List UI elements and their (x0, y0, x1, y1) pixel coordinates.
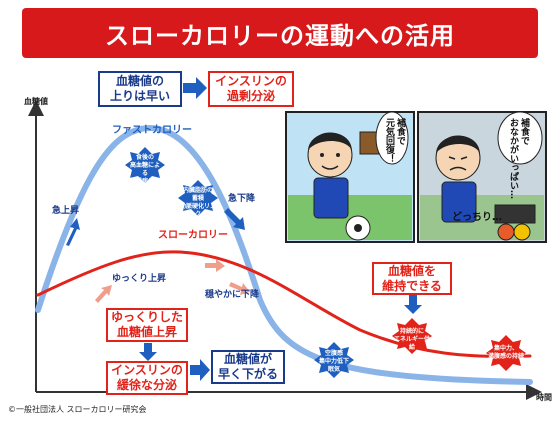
fast-fall-label: 急下降 (228, 194, 256, 204)
copyright: ©一般社団法人 スローカロリー研究会 (8, 405, 147, 414)
box-arrow-bottom (190, 359, 210, 381)
fast-star-2 (178, 180, 218, 216)
fast-star-2-text: 内臓脂肪の 蓄積 動脈硬化リスク (180, 187, 217, 218)
manga-panel-right (417, 111, 547, 243)
fast-rise-label: 急上昇 (52, 206, 80, 216)
page-title: スローカロリーの運動への活用 (22, 8, 538, 58)
y-axis-label: 血糖値 (24, 97, 48, 106)
box-slow-glucose-rise: ゆっくりした 血糖値上昇 (106, 308, 188, 342)
manga-sfx-text: どっちり… (452, 212, 502, 223)
fast-star-1 (125, 147, 165, 183)
fast-fall-arrow (224, 208, 245, 230)
speech-bubble-right (497, 111, 543, 165)
box-insulin-excess: インスリンの 過剰分泌 (208, 71, 294, 107)
manga-bubble-right-text: 補食で おなかがいっぱい… (508, 118, 529, 199)
slow-star-2-text: 集中力、 満腹感の持続 (487, 345, 524, 360)
slow-rise-arrows (95, 259, 250, 303)
slow-star-2 (486, 335, 526, 371)
box-glucose-rise-fast: 血糖値の 上りは早い (98, 71, 182, 107)
fast-calorie-label: ファストカロリー (112, 125, 192, 136)
fast-rise-arrow (66, 218, 80, 246)
manga-panel-left (285, 111, 415, 243)
slow-rise-label: ゆっくり上昇 (112, 274, 167, 284)
fast-star-3-text: 空腹感 集中力低下 眠気 (318, 350, 349, 373)
slow-calorie-curve (36, 250, 532, 359)
manga-bubble-left-text: 補食で 元気回復！ (384, 118, 405, 163)
fast-star-3 (314, 342, 354, 378)
slow-star-1 (392, 318, 432, 354)
box-glucose-drops-fast: 血糖値が 早く下がる (211, 350, 285, 384)
box-arrow-top (183, 77, 207, 99)
box-arrow-down (139, 343, 157, 361)
slow-star-1-text: 持続的に エネルギー供給 (393, 328, 430, 351)
fast-star-1-text: 食後の 高血糖による 糖尿病リスク (129, 154, 160, 193)
x-axis-label: 時間 (536, 393, 552, 402)
box-glucose-maintained: 血糖値を 維持できる (372, 262, 452, 295)
slow-calorie-label: スローカロリー (158, 230, 228, 241)
box-arrow-right (404, 295, 422, 314)
box-insulin-gradual: インスリンの 緩徐な分泌 (106, 361, 188, 395)
speech-bubble-left (375, 111, 409, 165)
slow-fall-label: 穏やかに下降 (205, 290, 260, 300)
